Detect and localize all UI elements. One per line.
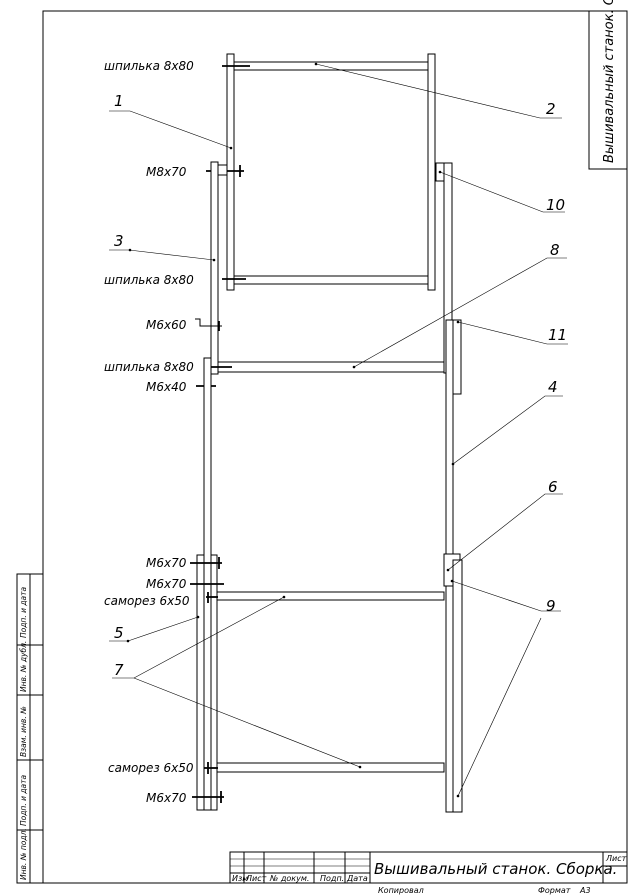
callout-stud-3: шпилька 8х80 bbox=[104, 360, 194, 374]
callout-m8x70: М8х70 bbox=[146, 165, 187, 179]
hdr-sheet: Лист bbox=[245, 874, 267, 883]
leaders bbox=[109, 63, 568, 797]
leader-dots bbox=[126, 62, 460, 798]
callout-m6x40: М6х40 bbox=[146, 380, 187, 394]
part-5-bar bbox=[196, 554, 205, 811]
pos-4: 4 bbox=[548, 378, 558, 396]
callout-screw-1: саморез 6х50 bbox=[104, 594, 190, 608]
part-1-right-bar bbox=[427, 53, 436, 291]
pos-9: 9 bbox=[546, 597, 556, 615]
pos-6: 6 bbox=[548, 478, 558, 496]
sheet-frame bbox=[42, 10, 628, 884]
stamp-orig-inv: Инв. № подл. bbox=[19, 828, 28, 880]
callout-m6x70-2: М6х70 bbox=[146, 577, 187, 591]
stamp-dup-inv: Инв. № дубл. bbox=[19, 641, 28, 692]
top-title-box: Вышивальный станок. Сборка bbox=[588, 0, 628, 170]
part-1-left-bar bbox=[226, 53, 235, 291]
pos-2: 2 bbox=[546, 100, 556, 118]
format-label: Формат bbox=[538, 886, 571, 895]
callouts: шпилька 8х80 М8х70 шпилька 8х80 М6х60 шп… bbox=[104, 59, 567, 805]
drawing-title: Вышивальный станок. Сборка. bbox=[374, 860, 617, 878]
hdr-doc-no: № докум. bbox=[269, 874, 309, 883]
pos-7: 7 bbox=[114, 661, 124, 679]
sheet-label: Лист bbox=[605, 854, 627, 863]
top-frame bbox=[206, 53, 436, 291]
copied-label: Копировал bbox=[378, 886, 424, 895]
callout-screw-2: саморез 6х50 bbox=[108, 761, 194, 775]
hdr-date: Дата bbox=[346, 874, 368, 883]
pos-8: 8 bbox=[550, 241, 560, 259]
part-3-bar bbox=[210, 161, 219, 375]
part-8-rail bbox=[217, 361, 445, 373]
hdr-sign: Подп. bbox=[320, 874, 344, 883]
part-9-bar bbox=[452, 559, 463, 813]
vertical-title: Вышивальный станок. Сборка bbox=[602, 0, 617, 163]
callout-m6x70-3: М6х70 bbox=[146, 791, 187, 805]
pos-10: 10 bbox=[546, 196, 565, 214]
callout-stud-1: шпилька 8х80 bbox=[104, 59, 194, 73]
pos-5: 5 bbox=[114, 624, 124, 642]
callout-stud-2: шпилька 8х80 bbox=[104, 273, 194, 287]
title-block: Изм Лист № докум. Подп. Дата Вышивальный… bbox=[229, 851, 628, 895]
format-value: А3 bbox=[579, 886, 591, 895]
stamp-repl-inv: Взам. инв. № bbox=[19, 706, 28, 757]
callout-m6x60: М6х60 bbox=[146, 318, 187, 332]
pos-3: 3 bbox=[114, 232, 124, 250]
part-7-lower-rail bbox=[216, 762, 445, 773]
stamp-sign-date-1: Подп. и дата bbox=[19, 587, 28, 638]
callout-m6x70-1: М6х70 bbox=[146, 556, 187, 570]
side-stamp: Подп. и дата Инв. № дубл. Взам. инв. № П… bbox=[16, 573, 44, 884]
part-2-bottom-rail bbox=[233, 275, 429, 285]
pos-11: 11 bbox=[548, 326, 567, 344]
pos-1: 1 bbox=[114, 92, 124, 110]
part-7-upper-rail bbox=[216, 591, 445, 601]
stamp-sign-date-2: Подп. и дата bbox=[19, 775, 28, 826]
part-2-top-rail bbox=[233, 61, 429, 71]
hdr-change: Изм bbox=[232, 874, 248, 883]
